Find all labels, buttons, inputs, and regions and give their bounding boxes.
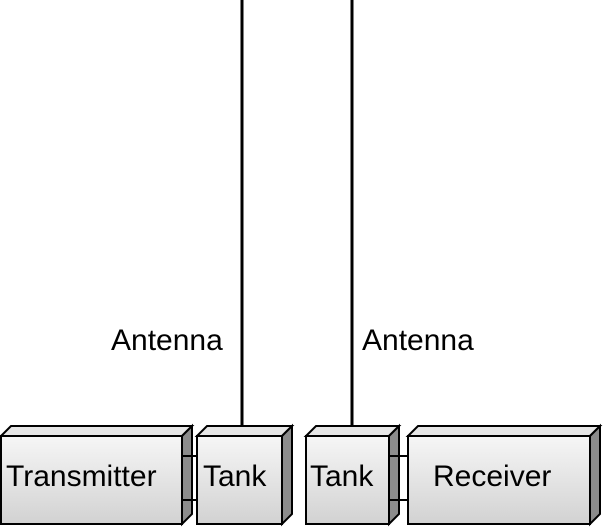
receiver-block [405, 423, 603, 527]
tank-left-block [194, 423, 295, 527]
antenna-label-left: Antenna [111, 324, 223, 357]
receiver-label: Receiver [433, 460, 552, 493]
tank-right-block [303, 423, 402, 527]
transmitter-label: Transmitter [6, 460, 157, 493]
tank-left-label: Tank [203, 460, 267, 493]
antenna-label-right: Antenna [362, 324, 474, 357]
tank-right-label: Tank [310, 460, 374, 493]
transmitter-block [0, 423, 195, 527]
